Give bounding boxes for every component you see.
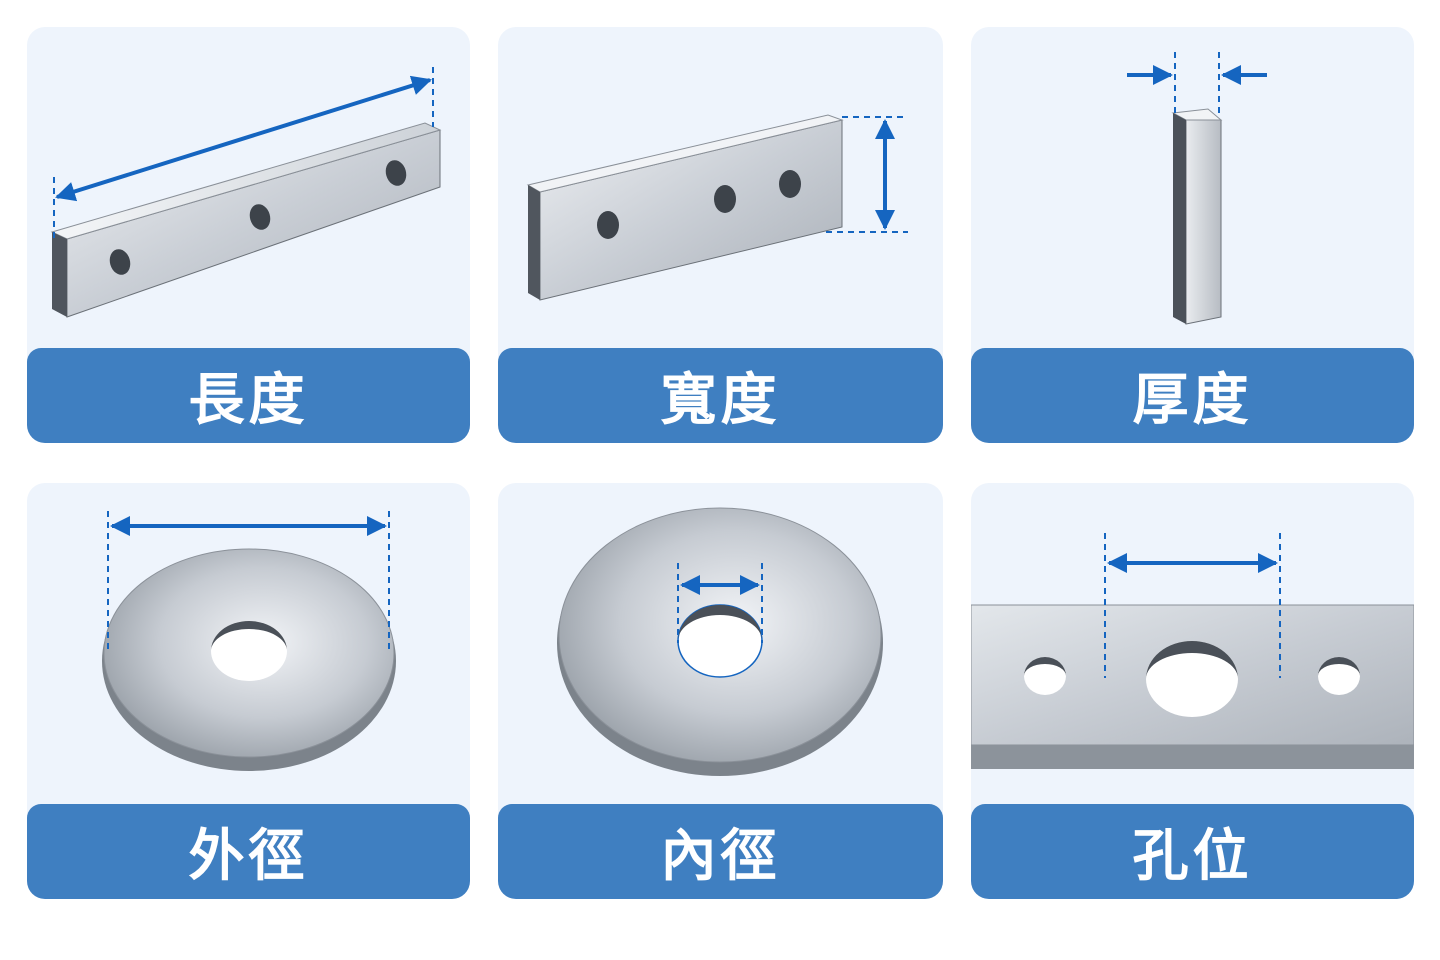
- card-label: 厚度: [971, 348, 1414, 443]
- card-inner-diameter: 內徑: [498, 483, 943, 899]
- thickness-bar-icon: [1127, 52, 1267, 325]
- length-plate-icon: [50, 67, 442, 318]
- card-label: 外徑: [27, 804, 470, 899]
- card-length: 長度: [27, 27, 470, 443]
- width-plate-icon: [526, 114, 908, 301]
- card-hole-position: 孔位: [971, 483, 1414, 899]
- card-label: 孔位: [971, 804, 1414, 899]
- outer-diameter-washer-icon: [102, 511, 396, 771]
- card-outer-diameter: 外徑: [27, 483, 470, 899]
- card-label: 寬度: [498, 348, 943, 443]
- inner-diameter-washer-icon: [557, 507, 883, 776]
- card-thickness: 厚度: [971, 27, 1414, 443]
- card-label: 內徑: [498, 804, 943, 899]
- card-label: 長度: [27, 348, 470, 443]
- card-width: 寬度: [498, 27, 943, 443]
- hole-position-plate-icon: [971, 533, 1414, 769]
